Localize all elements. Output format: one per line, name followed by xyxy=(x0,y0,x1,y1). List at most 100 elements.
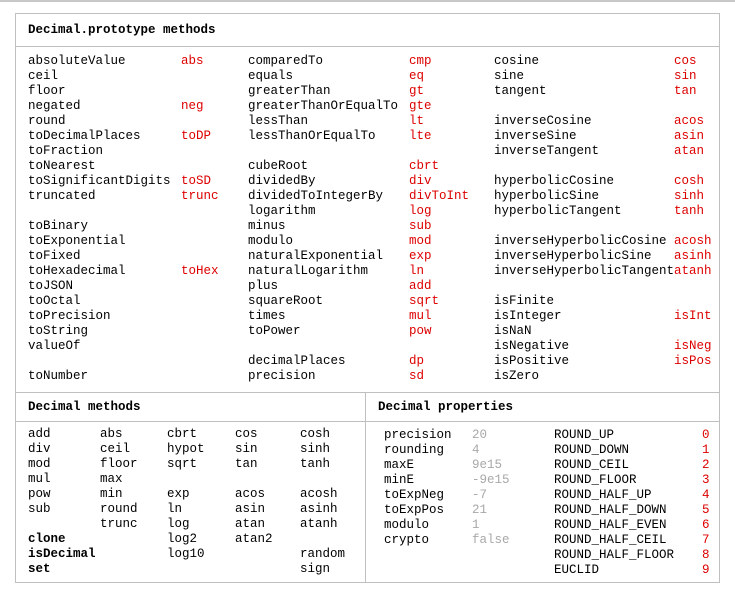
method-cell: asin xyxy=(235,502,266,516)
method-cell xyxy=(235,562,300,577)
method-name: toNumber xyxy=(28,369,89,383)
method-alias: trunc xyxy=(181,189,219,203)
rounding-mode-name: ROUND_HALF_EVEN xyxy=(554,518,667,532)
rounding-mode-name: ROUND_HALF_UP xyxy=(554,488,652,502)
method-name: toSignificantDigits xyxy=(28,174,171,188)
method-cell: floor xyxy=(100,457,138,471)
method-alias: neg xyxy=(181,99,204,113)
method-name xyxy=(248,144,409,159)
method-cell: ceil xyxy=(100,442,131,456)
method-cell: div xyxy=(28,442,51,456)
rounding-mode-value: 7 xyxy=(702,533,710,547)
method-cell xyxy=(300,472,365,487)
method-row: toOctal xyxy=(28,294,248,309)
rounding-mode-row: ROUND_DOWN 1 xyxy=(554,443,719,458)
method-cell xyxy=(167,562,235,577)
method-alias: sqrt xyxy=(409,294,440,308)
method-name: inverseTangent xyxy=(494,144,600,158)
method-alias: tanh xyxy=(674,204,705,218)
method-name: toOctal xyxy=(28,294,81,308)
method-cell: sign xyxy=(300,562,331,576)
window-top-edge xyxy=(0,0,735,2)
method-cell: cos xyxy=(235,427,258,441)
method-cell: ln xyxy=(167,502,183,516)
method-name: plus xyxy=(248,279,279,293)
method-cell xyxy=(167,472,235,487)
method-row xyxy=(28,354,248,369)
rounding-mode-name: ROUND_HALF_DOWN xyxy=(554,503,667,517)
method-name xyxy=(494,99,674,114)
method-alias: isInt xyxy=(674,309,712,323)
method-alias: cos xyxy=(674,54,697,68)
method-cell: round xyxy=(100,502,138,516)
method-alias: gte xyxy=(409,99,432,113)
rounding-mode-name: EUCLID xyxy=(554,563,600,577)
rounding-mode-value: 1 xyxy=(702,443,710,457)
method-alias: asinh xyxy=(674,249,712,263)
method-name: toDecimalPlaces xyxy=(28,129,141,143)
method-alias: toHex xyxy=(181,264,219,278)
method-name: lessThan xyxy=(248,114,309,128)
method-cell xyxy=(100,532,167,547)
property-name: rounding xyxy=(384,443,445,457)
method-name xyxy=(494,159,674,174)
property-name: toExpNeg xyxy=(384,488,445,502)
method-name: toFixed xyxy=(28,249,81,263)
prototype-methods-title: Decimal.prototype methods xyxy=(16,14,719,47)
method-alias: sinh xyxy=(674,189,705,203)
rounding-mode-value: 2 xyxy=(702,458,710,472)
property-value: 21 xyxy=(472,503,488,517)
rounding-mode-value: 3 xyxy=(702,473,710,487)
method-alias: tan xyxy=(674,84,697,98)
method-name: dividedBy xyxy=(248,174,316,188)
method-name: inverseSine xyxy=(494,129,577,143)
method-alias: div xyxy=(409,174,432,188)
method-cell: cosh xyxy=(300,427,331,441)
method-name: floor xyxy=(28,84,66,98)
rounding-mode-row: ROUND_FLOOR 3 xyxy=(554,473,719,488)
method-alias: asin xyxy=(674,129,705,143)
method-cell: asinh xyxy=(300,502,338,516)
method-name: greaterThanOrEqualTo xyxy=(248,99,399,113)
method-name: ceil xyxy=(28,69,59,83)
method-row xyxy=(494,219,719,234)
method-alias: isPos xyxy=(674,354,712,368)
property-row: minE-9e15 xyxy=(384,473,554,488)
method-cell: max xyxy=(100,472,123,486)
method-name xyxy=(28,354,181,369)
method-name: precision xyxy=(248,369,316,383)
method-name: isPositive xyxy=(494,354,570,368)
method-cell: cbrt xyxy=(167,427,198,441)
method-name: hyperbolicTangent xyxy=(494,204,622,218)
method-alias: mod xyxy=(409,234,432,248)
rounding-mode-value: 8 xyxy=(702,548,710,562)
decimal-properties-title: Decimal properties xyxy=(366,393,719,422)
rounding-mode-name: ROUND_FLOOR xyxy=(554,473,637,487)
method-row xyxy=(494,279,719,294)
rounding-mode-value: 0 xyxy=(702,428,710,442)
method-row: ceil xyxy=(28,69,248,84)
rounding-mode-name: ROUND_DOWN xyxy=(554,443,630,457)
method-alias: pow xyxy=(409,324,432,338)
method-cell: isDecimal xyxy=(28,547,96,561)
method-name: hyperbolicCosine xyxy=(494,174,615,188)
method-cell: abs xyxy=(100,427,123,441)
method-alias: atanh xyxy=(674,264,712,278)
